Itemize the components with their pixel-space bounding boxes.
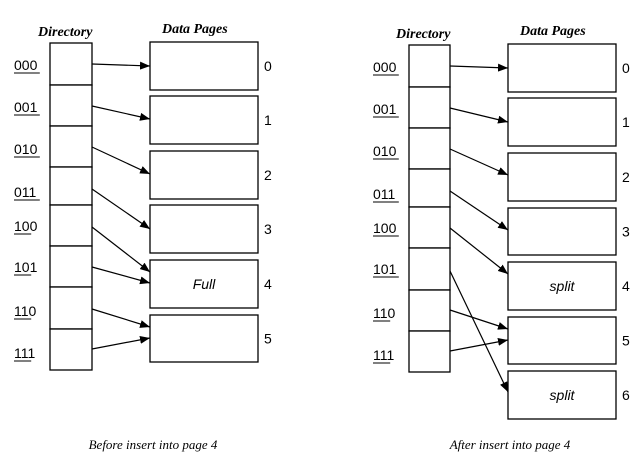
data-page-box: [507, 97, 617, 147]
directory-entry-label: 000: [14, 57, 38, 73]
page-number: 3: [622, 224, 630, 240]
pointer-arrow: [449, 309, 509, 330]
directory-cell: [408, 168, 451, 208]
pointer-arrow: [91, 105, 151, 121]
directory-entry-label: 010: [14, 141, 38, 157]
directory-cell: [49, 166, 93, 206]
page-number: 5: [622, 333, 630, 349]
directory-cell: [408, 86, 451, 129]
page-number: 2: [622, 169, 630, 185]
directory-cell: [49, 204, 93, 247]
data-page-box: [507, 370, 617, 420]
data-page-box: [507, 43, 617, 93]
directory-cell: [408, 289, 451, 332]
pointer-arrow: [91, 335, 151, 350]
directory-entry-label: 001: [373, 101, 397, 117]
directory-cell: [49, 245, 93, 288]
directory-cell: [49, 125, 93, 168]
page-status-text: split: [550, 387, 576, 403]
directory-entry-label: 111: [14, 345, 35, 361]
directory-entry-label: 111: [373, 347, 394, 363]
data-page-box: [507, 316, 617, 365]
directory-entry-label: 000: [373, 59, 397, 75]
pointer-arrow: [91, 308, 151, 328]
page-number: 0: [622, 60, 630, 76]
data-page-box: [149, 314, 259, 363]
directory-entry-label: 011: [373, 186, 396, 202]
page-number: 1: [264, 112, 272, 128]
pointer-arrow: [449, 148, 509, 176]
data-page-box: [507, 207, 617, 256]
directory-cell: [49, 42, 93, 86]
directory-cell: [408, 330, 451, 373]
directory-cell: [49, 84, 93, 127]
page-status-text: Full: [193, 276, 216, 292]
page-number: 0: [264, 58, 272, 74]
page-number: 4: [622, 278, 630, 294]
pointer-arrow: [449, 227, 509, 275]
directory-entry-label: 101: [373, 261, 397, 277]
page-status-text: split: [550, 278, 576, 294]
directory-entry-label: 010: [373, 143, 397, 159]
page-number: 6: [622, 387, 630, 403]
directory-entry-label: 001: [14, 99, 38, 115]
data-page-box: [149, 204, 259, 254]
data-page-box: [149, 150, 259, 200]
data-page-box: [507, 261, 617, 311]
page-number: 2: [264, 167, 272, 183]
data-pages-title: Data Pages: [161, 22, 228, 37]
pointer-arrow: [449, 63, 509, 72]
directory-entry-label: 100: [373, 220, 397, 236]
data-pages-title: Data Pages: [519, 24, 586, 39]
data-page-box: [149, 259, 259, 309]
directory-entry-label: 011: [14, 184, 37, 200]
pointer-arrow: [91, 146, 151, 175]
directory-entry-label: 110: [373, 305, 396, 321]
directory-entry-label: 100: [14, 218, 38, 234]
directory-cell: [408, 247, 451, 291]
page-number: 5: [264, 331, 272, 347]
page-number: 4: [264, 276, 272, 292]
directory-cell: [408, 206, 451, 249]
directory-entry-label: 110: [14, 303, 37, 319]
data-page-box: [149, 95, 259, 145]
pointer-arrow: [91, 226, 151, 273]
pointer-arrow: [449, 190, 509, 231]
directory-entry-label: 101: [14, 259, 38, 275]
panel-caption: After insert into page 4: [449, 437, 571, 452]
directory-cell: [408, 127, 451, 170]
directory-cell: [49, 286, 93, 330]
pointer-arrow: [449, 270, 509, 393]
page-number: 1: [622, 114, 630, 130]
pointer-arrow: [449, 107, 509, 124]
directory-cell: [49, 328, 93, 371]
pointer-arrow: [91, 61, 151, 70]
directory-title: Directory: [37, 25, 93, 40]
data-page-box: [507, 152, 617, 202]
panel-caption: Before insert into page 4: [89, 437, 218, 452]
directory-title: Directory: [395, 27, 451, 42]
pointer-arrow: [91, 266, 151, 285]
pointer-arrow: [91, 188, 151, 230]
pointer-arrow: [449, 337, 509, 352]
page-number: 3: [264, 221, 272, 237]
directory-cell: [408, 44, 451, 88]
data-page-box: [149, 41, 259, 91]
